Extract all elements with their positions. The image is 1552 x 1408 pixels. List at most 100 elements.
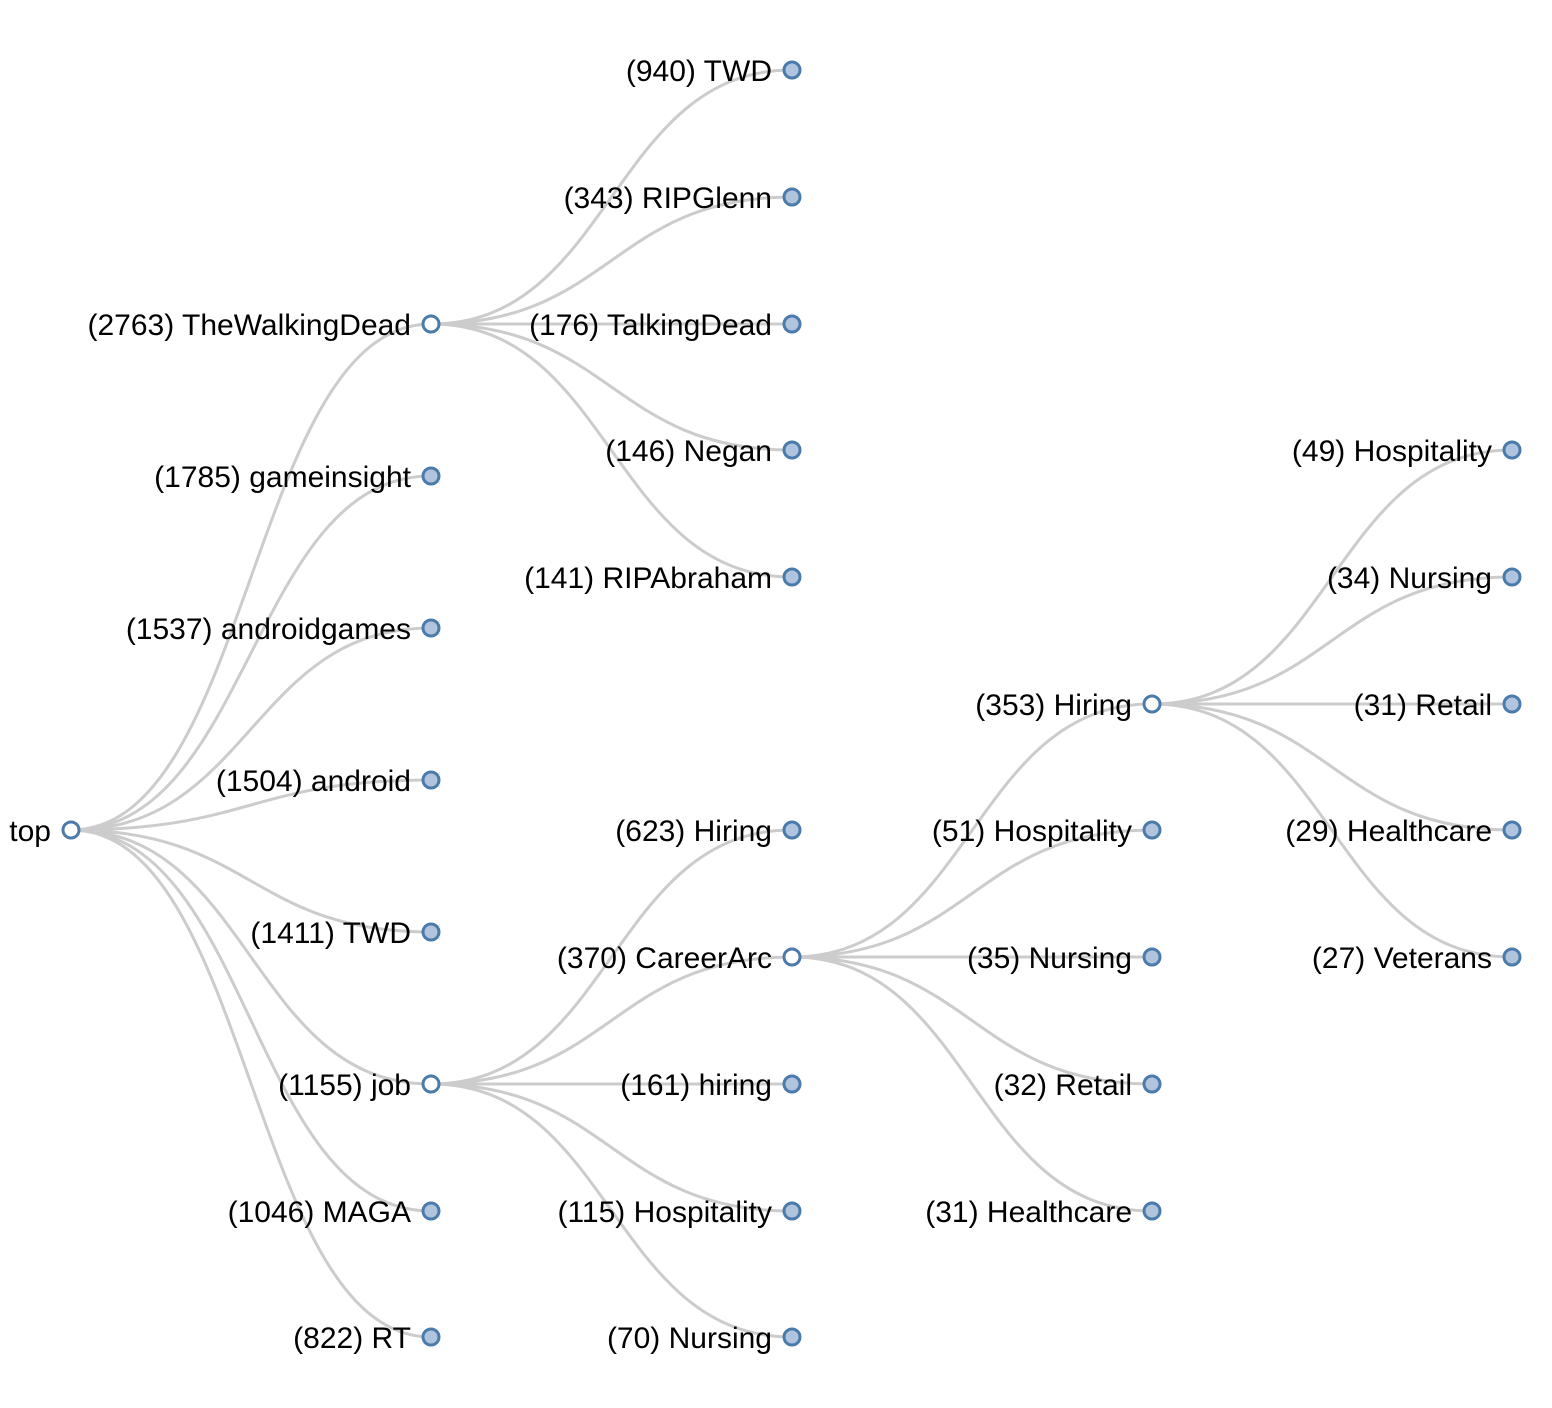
tree-link-thewalkingdead-ripglenn xyxy=(430,195,793,326)
collapsed-node-icon[interactable] xyxy=(421,770,441,790)
tree-links xyxy=(70,68,1513,1339)
tree-node-maga[interactable]: (1046) MAGA xyxy=(228,1196,441,1229)
node-label: (1046) MAGA xyxy=(228,1196,411,1229)
tree-node-top[interactable]: top xyxy=(9,815,81,848)
tree-link-careerarc-retail xyxy=(791,955,1153,1086)
node-label: (49) Hospitality xyxy=(1292,435,1492,468)
tree-link-hiring-hospitality xyxy=(1151,448,1513,706)
node-label: (1785) gameinsight xyxy=(154,461,411,494)
collapsed-node-icon[interactable] xyxy=(782,1327,802,1347)
expanded-node-icon[interactable] xyxy=(61,820,81,840)
tree-node-hiring-retail[interactable]: (31) Retail xyxy=(1354,689,1522,722)
node-label: (822) RT xyxy=(293,1322,411,1355)
tree-node-thewalkingdead-negan[interactable]: (146) Negan xyxy=(605,435,802,468)
tree-node-careerarc-hiring[interactable]: (353) Hiring xyxy=(975,689,1162,722)
tree-link-job-nursing xyxy=(430,1082,793,1339)
collapsed-node-icon[interactable] xyxy=(1142,1074,1162,1094)
tree-node-job-nursing[interactable]: (70) Nursing xyxy=(607,1322,802,1355)
node-label: (146) Negan xyxy=(605,435,772,468)
tree-link-job-hospitality xyxy=(430,1082,793,1213)
node-label: (1411) TWD xyxy=(250,917,411,950)
collapsed-node-icon[interactable] xyxy=(782,820,802,840)
tree-link-hiring-healthcare xyxy=(1151,702,1513,832)
collapsed-node-icon[interactable] xyxy=(1142,820,1162,840)
tree-node-job-careerarc[interactable]: (370) CareerArc xyxy=(557,942,802,975)
tree-node-androidgames[interactable]: (1537) androidgames xyxy=(126,613,441,646)
collapsed-node-icon[interactable] xyxy=(1142,1201,1162,1221)
tree-link-thewalkingdead-twd xyxy=(430,68,793,326)
tree-link-hiring-veterans xyxy=(1151,702,1513,959)
node-label: (1155) job xyxy=(278,1069,411,1102)
node-label: (115) Hospitality xyxy=(557,1196,772,1229)
collapsed-node-icon[interactable] xyxy=(782,60,802,80)
collapsed-node-icon[interactable] xyxy=(1502,694,1522,714)
node-label: (161) hiring xyxy=(620,1069,772,1102)
tree-node-job-hiring[interactable]: (623) Hiring xyxy=(615,815,802,848)
node-label: (370) CareerArc xyxy=(557,942,772,975)
tree-node-thewalkingdead[interactable]: (2763) TheWalkingDead xyxy=(87,309,441,342)
tree-link-rt xyxy=(70,828,432,1339)
tree-node-hiring-veterans[interactable]: (27) Veterans xyxy=(1312,942,1522,975)
collapsed-node-icon[interactable] xyxy=(782,1074,802,1094)
expanded-node-icon[interactable] xyxy=(1142,694,1162,714)
tree-node-careerarc-hospitality[interactable]: (51) Hospitality xyxy=(932,815,1162,848)
tree-node-hiring-hospitality[interactable]: (49) Hospitality xyxy=(1292,435,1522,468)
tree-nodes: top (2763) TheWalkingDead (940) TWD (343) R… xyxy=(9,55,1522,1355)
tree-link-careerarc-hospitality xyxy=(791,828,1153,959)
tree-node-twd[interactable]: (1411) TWD xyxy=(250,917,441,950)
tree-node-careerarc-nursing[interactable]: (35) Nursing xyxy=(967,942,1162,975)
node-label: (51) Hospitality xyxy=(932,815,1132,848)
node-label: (623) Hiring xyxy=(615,815,772,848)
tree-node-job[interactable]: (1155) job xyxy=(278,1069,441,1102)
tree-node-careerarc-healthcare[interactable]: (31) Healthcare xyxy=(925,1196,1162,1229)
node-label: (35) Nursing xyxy=(967,942,1132,975)
tree-node-job-hospitality[interactable]: (115) Hospitality xyxy=(557,1196,802,1229)
tree-node-careerarc-retail[interactable]: (32) Retail xyxy=(994,1069,1162,1102)
tree-link-job xyxy=(70,828,432,1086)
collapsed-node-icon[interactable] xyxy=(421,1327,441,1347)
tree-node-hiring-healthcare[interactable]: (29) Healthcare xyxy=(1285,815,1522,848)
tree-link-careerarc-hiring xyxy=(791,702,1153,959)
tree-node-thewalkingdead-twd[interactable]: (940) TWD xyxy=(626,55,802,88)
collapsed-node-icon[interactable] xyxy=(782,187,802,207)
collapsed-node-icon[interactable] xyxy=(1502,947,1522,967)
tree-node-hiring-nursing[interactable]: (34) Nursing xyxy=(1327,562,1522,595)
collapsed-node-icon[interactable] xyxy=(1142,947,1162,967)
tree-link-job-careerarc xyxy=(430,955,793,1086)
tree-link-hiring-nursing xyxy=(1151,575,1513,706)
node-label: (1537) androidgames xyxy=(126,613,411,646)
expanded-node-icon[interactable] xyxy=(421,1074,441,1094)
tree-node-rt[interactable]: (822) RT xyxy=(293,1322,441,1355)
collapsed-node-icon[interactable] xyxy=(1502,820,1522,840)
collapsed-node-icon[interactable] xyxy=(421,922,441,942)
tree-link-androidgames xyxy=(70,626,432,832)
tree-node-android[interactable]: (1504) android xyxy=(216,765,441,798)
tree-node-job-hiring-lower[interactable]: (161) hiring xyxy=(620,1069,802,1102)
collapsed-node-icon[interactable] xyxy=(782,567,802,587)
collapsed-node-icon[interactable] xyxy=(782,314,802,334)
collapsed-node-icon[interactable] xyxy=(421,618,441,638)
tree-link-gameinsight xyxy=(70,474,432,832)
collapsed-node-icon[interactable] xyxy=(421,1201,441,1221)
tree-node-gameinsight[interactable]: (1785) gameinsight xyxy=(154,461,441,494)
tree-link-thewalkingdead-negan xyxy=(430,322,793,452)
collapsed-node-icon[interactable] xyxy=(782,440,802,460)
collapsed-node-icon[interactable] xyxy=(1502,567,1522,587)
tree-link-maga xyxy=(70,828,432,1213)
tree-node-thewalkingdead-ripabraham[interactable]: (141) RIPAbraham xyxy=(524,562,802,595)
tree-node-thewalkingdead-ripglenn[interactable]: (343) RIPGlenn xyxy=(564,182,802,215)
tree-node-thewalkingdead-talkingdead[interactable]: (176) TalkingDead xyxy=(529,309,802,342)
node-label: (176) TalkingDead xyxy=(529,309,772,342)
expanded-node-icon[interactable] xyxy=(421,314,441,334)
expanded-node-icon[interactable] xyxy=(782,947,802,967)
tree-link-thewalkingdead xyxy=(70,322,432,832)
tree-link-android xyxy=(70,778,432,832)
collapsed-node-icon[interactable] xyxy=(1502,440,1522,460)
node-label: (29) Healthcare xyxy=(1285,815,1492,848)
node-label: (1504) android xyxy=(216,765,411,798)
collapsed-node-icon[interactable] xyxy=(421,466,441,486)
node-label: (2763) TheWalkingDead xyxy=(87,309,411,342)
tree-link-twd xyxy=(70,828,432,934)
collapsed-node-icon[interactable] xyxy=(782,1201,802,1221)
